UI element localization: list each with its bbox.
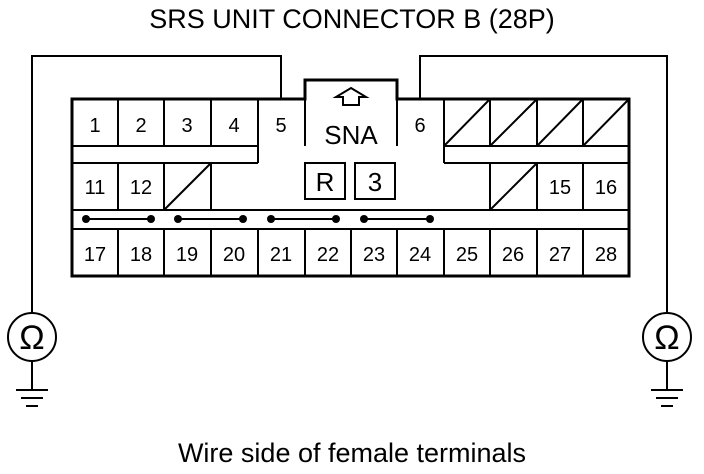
- row3-terminal-numbers: 17 18 19 20 21 22 23 24 25 26 27 28: [84, 244, 617, 266]
- row1-unused-cells: [443, 98, 630, 147]
- marker-r-box: [304, 162, 346, 200]
- terminal-5: 5: [275, 115, 286, 137]
- row-dividers: [72, 145, 629, 230]
- terminal-28: 28: [595, 244, 617, 266]
- terminal-22: 22: [317, 244, 339, 266]
- terminal-12: 12: [130, 177, 152, 199]
- terminal-19: 19: [176, 244, 198, 266]
- terminal-27: 27: [549, 244, 571, 266]
- row2-terminal-numbers: 11 12 15 16: [85, 177, 618, 199]
- marker-r: R: [316, 167, 335, 197]
- left-probe-wire: [31, 55, 282, 312]
- terminal-17: 17: [84, 244, 106, 266]
- left-ground-icon: [16, 389, 48, 407]
- marker-3: 3: [368, 167, 382, 197]
- diagram-caption: Wire side of female terminals: [177, 438, 527, 468]
- lock-arrow-icon: [332, 86, 370, 106]
- terminal-18: 18: [130, 244, 152, 266]
- terminal-15: 15: [549, 177, 571, 199]
- right-ohm-symbol: Ω: [654, 319, 679, 357]
- terminal-16: 16: [595, 177, 617, 199]
- terminal-21: 21: [270, 244, 292, 266]
- terminal-4: 4: [228, 115, 239, 137]
- row1-terminal-numbers: 1 2 3 4 5 6: [89, 115, 425, 137]
- shorting-bar-dots: [82, 215, 434, 223]
- right-probe-wire: [419, 55, 668, 312]
- terminal-26: 26: [502, 244, 524, 266]
- lock-label: SNA: [324, 120, 378, 150]
- row1-cell-borders: [117, 99, 584, 146]
- terminal-6: 6: [414, 115, 425, 137]
- row2-cell-borders: [117, 163, 584, 210]
- terminal-2: 2: [135, 115, 146, 137]
- terminal-23: 23: [363, 244, 385, 266]
- left-ohm-symbol: Ω: [19, 319, 44, 357]
- terminal-20: 20: [223, 244, 245, 266]
- terminal-25: 25: [456, 244, 478, 266]
- marker-3-box: [354, 162, 396, 200]
- terminal-3: 3: [181, 115, 192, 137]
- row3-cell-borders: [117, 229, 584, 276]
- row2-unused-cells: [163, 162, 538, 211]
- terminal-24: 24: [409, 244, 431, 266]
- terminal-11: 11: [85, 177, 106, 199]
- terminal-1: 1: [89, 115, 100, 137]
- right-ground-icon: [651, 389, 683, 407]
- diagram-title: SRS UNIT CONNECTOR B (28P): [149, 4, 555, 34]
